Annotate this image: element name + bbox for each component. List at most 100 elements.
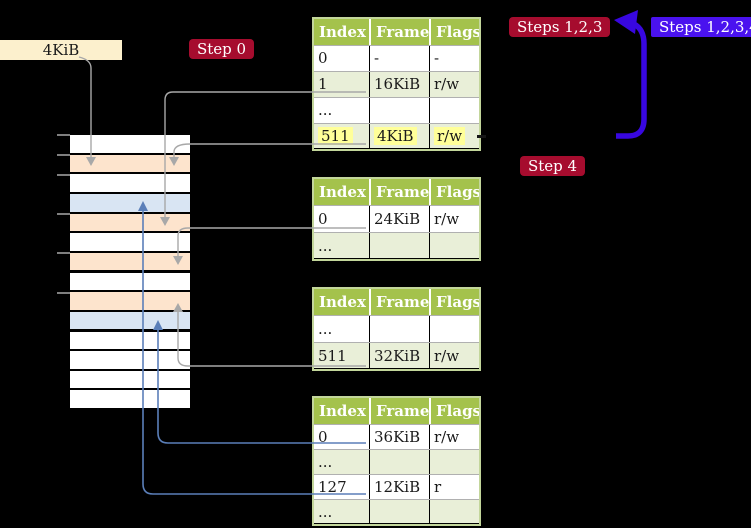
cell-text: r/w [434, 428, 460, 446]
memory-frame-row [70, 272, 190, 291]
table-row: 0 36KiB r/w [314, 424, 479, 449]
cell-text: 0 [318, 210, 328, 228]
column-header: Flags [429, 289, 479, 315]
cell-text: ... [318, 453, 333, 471]
cell-text: 36KiB [374, 428, 421, 446]
table-cell: ... [314, 450, 369, 474]
table-cell: 36KiB [369, 425, 429, 449]
recursive-loop-arrow [616, 20, 647, 139]
steps-123-badge: Steps 1,2,3 [509, 17, 611, 37]
table-cell [429, 233, 479, 258]
cell-text: 12KiB [374, 478, 421, 496]
table-row: 0 24KiB r/w [314, 205, 479, 232]
step-4-badge: Step 4 [520, 156, 586, 176]
column-header: Index [319, 402, 366, 420]
column-header: Index [319, 183, 366, 201]
column-header: Flags [429, 19, 479, 45]
table-cell: r/w [429, 124, 479, 148]
column-header: Frame [369, 19, 429, 45]
table-cell: ... [314, 316, 369, 342]
page-size-label: 4KiB [0, 40, 122, 60]
memory-tick [57, 252, 70, 254]
table-cell [429, 450, 479, 474]
memory-frame-row [70, 311, 190, 330]
table-cell: - [429, 46, 479, 71]
memory-tick [57, 213, 70, 215]
table-cell: r/w [429, 206, 479, 232]
table-cell: 511 [314, 343, 369, 368]
memory-frame-row [70, 154, 190, 173]
cell-text: r/w [434, 347, 460, 365]
column-header: Flags [429, 179, 479, 205]
table-cell [369, 450, 429, 474]
cell-text: 32KiB [374, 347, 421, 365]
cell-text: r/w [434, 210, 460, 228]
memory-frame-row [70, 292, 190, 310]
table-cell [369, 98, 429, 123]
recursive-loop-arrowhead [614, 10, 638, 34]
table-cell [369, 233, 429, 258]
cell-text: 0 [318, 49, 328, 67]
table-cell: 12KiB [369, 475, 429, 499]
cell-text: ... [318, 320, 333, 338]
memory-frame-row [70, 213, 190, 232]
column-header: Frame [369, 179, 429, 205]
memory-tick [57, 134, 70, 136]
cell-text: ... [318, 101, 333, 119]
cell-text: 24KiB [374, 210, 421, 228]
table-cell [429, 500, 479, 523]
memory-frame-row [70, 331, 190, 350]
table-cell: r/w [429, 425, 479, 449]
table-row: 127 12KiB r [314, 474, 479, 499]
cell-text: 1 [318, 75, 328, 93]
table-cell: - [369, 46, 429, 71]
memory-frame-row [70, 351, 190, 369]
memory-frame-row [70, 233, 190, 251]
memory-frame-row [70, 370, 190, 389]
table-cell: r/w [429, 72, 479, 97]
table-cell: 0 [314, 425, 369, 449]
cell-text: - [434, 49, 440, 67]
memory-tick [57, 292, 70, 294]
table-cell: 0 [314, 206, 369, 232]
column-header: Flags [429, 398, 479, 424]
memory-frame-row [70, 252, 190, 271]
table-cell: 127 [314, 475, 369, 499]
cell-text: r/w [434, 127, 466, 145]
cell-text: 511 [318, 127, 353, 145]
table-cell: 16KiB [369, 72, 429, 97]
table-cell: 32KiB [369, 343, 429, 368]
table-row: 0 -- [314, 45, 479, 71]
table-cell: r [429, 475, 479, 499]
column-header: Frame [369, 289, 429, 315]
memory-frame-row [70, 174, 190, 192]
table-row: ... [314, 449, 479, 474]
cell-text: 0 [318, 428, 328, 446]
steps-1234-badge: Steps 1,2,3,4 [651, 17, 751, 37]
table-row: ... [314, 232, 479, 259]
memory-frame-row [70, 193, 190, 212]
column-header: Index [319, 293, 366, 311]
table-cell: r/w [429, 343, 479, 368]
table-cell: 24KiB [369, 206, 429, 232]
table-cell: 511 [314, 124, 369, 148]
step-0-badge: Step 0 [189, 39, 255, 59]
table-row: ... [314, 97, 479, 123]
column-header: Index [319, 23, 366, 41]
table-cell: 1 [314, 72, 369, 97]
table-cell [429, 98, 479, 123]
cell-text: 127 [318, 478, 347, 496]
table-cell [369, 316, 429, 342]
table-cell: ... [314, 233, 369, 258]
cell-text: ... [318, 237, 333, 255]
table-cell: ... [314, 98, 369, 123]
table-cell: 0 [314, 46, 369, 71]
